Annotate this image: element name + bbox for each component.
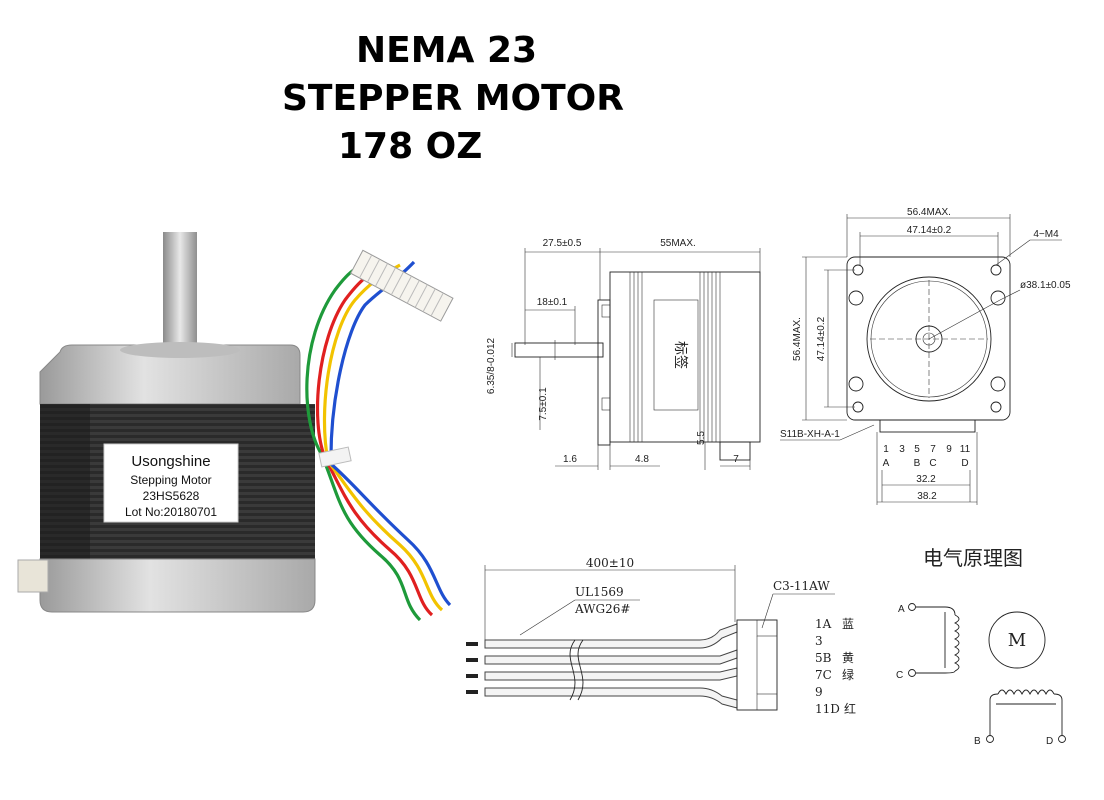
cable-drawing: 400±10 UL1569 AWG26# C3-11AW 1A 蓝 3 bbox=[466, 556, 856, 716]
side-flange bbox=[597, 299, 611, 446]
dim-38-2: 38.2 bbox=[917, 491, 937, 502]
side-connector bbox=[719, 441, 751, 461]
wire-plug bbox=[350, 249, 454, 322]
motor-photo: Usongshine Stepping Motor 23HS5628 Lot N… bbox=[17, 232, 454, 622]
wire-ends bbox=[466, 642, 478, 694]
dim-4m4: 4−M4 bbox=[1033, 229, 1059, 240]
pin-11: 11 bbox=[960, 444, 971, 455]
terminal-c: C bbox=[896, 670, 903, 681]
label-lot: Lot No:20180701 bbox=[125, 505, 217, 519]
title-line-2: STEPPER MOTOR bbox=[282, 78, 624, 119]
motor-wires bbox=[305, 260, 452, 622]
cable-wires bbox=[484, 623, 738, 709]
dim-4-8: 4.8 bbox=[635, 454, 649, 465]
side-view-drawing: 标签 27.5±0.5 55MAX. 18±0.1 6.35/8-0.012 7… bbox=[486, 238, 761, 470]
dim-32-2: 32.2 bbox=[916, 474, 936, 485]
dim-18: 18±0.1 bbox=[537, 297, 568, 308]
title-line-3: 178 OZ bbox=[338, 126, 483, 167]
connector-label: S11B-XH-A-1 bbox=[780, 429, 840, 440]
wire-spec-2: AWG26# bbox=[574, 602, 630, 616]
pinout-list: 1A 蓝 3 5B 黄 7C 绿 9 11D 红 bbox=[815, 617, 856, 716]
side-body bbox=[609, 271, 761, 443]
motor-symbol-label: M bbox=[1008, 630, 1026, 651]
motor-label bbox=[103, 443, 239, 523]
dim-7-5: 7.5±0.1 bbox=[538, 387, 549, 421]
label-model: 23HS5628 bbox=[143, 489, 200, 503]
motor-symbol bbox=[988, 611, 1046, 669]
pin-1: 1 bbox=[883, 444, 889, 455]
dim-38-1: ø38.1±0.05 bbox=[1020, 280, 1071, 291]
label-brand: Usongshine bbox=[131, 453, 210, 470]
pinout-pin-9: 9 bbox=[815, 685, 823, 699]
front-flange bbox=[846, 256, 1011, 421]
motor-rear-cap bbox=[39, 558, 316, 613]
pin-letter-b: B bbox=[914, 458, 921, 469]
title-line-1: NEMA 23 bbox=[356, 30, 538, 71]
dim-55: 55MAX. bbox=[660, 238, 696, 249]
cable-tie bbox=[318, 446, 352, 468]
dim-7: 7 bbox=[733, 454, 739, 465]
label-type: Stepping Motor bbox=[130, 473, 211, 487]
side-shaft bbox=[514, 342, 604, 358]
pinout-pin-11: 11D bbox=[815, 702, 840, 716]
pinout-color-1: 蓝 bbox=[842, 617, 854, 631]
pinout-color-11: 红 bbox=[844, 701, 856, 716]
motor-connector bbox=[17, 559, 49, 593]
terminal-b: B bbox=[974, 736, 981, 747]
coil-ac: A C bbox=[896, 603, 960, 681]
front-boss bbox=[866, 276, 992, 402]
dim-56-4-h: 56.4MAX. bbox=[907, 207, 951, 218]
dim-47-14-h: 47.14±0.2 bbox=[907, 225, 952, 236]
motor-boss bbox=[120, 342, 240, 358]
pin-letter-d: D bbox=[961, 458, 968, 469]
coil-bd: B D bbox=[974, 689, 1066, 747]
dim-47-14-v: 47.14±0.2 bbox=[816, 316, 827, 361]
pin-3: 3 bbox=[899, 444, 905, 455]
pin-7: 7 bbox=[930, 444, 936, 455]
plug-label: C3-11AW bbox=[773, 579, 830, 593]
pinout-pin-3: 3 bbox=[815, 634, 823, 648]
motor-shaft bbox=[163, 232, 197, 352]
side-label-mark: 标签 bbox=[672, 341, 689, 369]
cable-length: 400±10 bbox=[586, 556, 634, 570]
front-connector bbox=[879, 419, 976, 433]
pinout-pin-1: 1A bbox=[815, 617, 832, 631]
pin-letter-a: A bbox=[883, 458, 890, 469]
dim-56-4-v: 56.4MAX. bbox=[792, 317, 803, 361]
pinout-color-5: 黄 bbox=[842, 651, 854, 665]
pin-9: 9 bbox=[946, 444, 952, 455]
mount-holes bbox=[848, 264, 1006, 413]
terminal-a: A bbox=[898, 604, 905, 615]
front-view-drawing: 56.4MAX. 47.14±0.2 4−M4 ø38.1±0.05 56.4M… bbox=[780, 207, 1071, 505]
dim-5-5: 5.5 bbox=[696, 431, 707, 445]
pinout-pin-5: 5B bbox=[815, 651, 832, 665]
schematic-title: 电气原理图 bbox=[923, 546, 1023, 570]
pinout-color-7: 绿 bbox=[842, 667, 854, 682]
wire-spec-1: UL1569 bbox=[575, 585, 624, 599]
pin-5: 5 bbox=[914, 444, 920, 455]
dim-27-5: 27.5±0.5 bbox=[543, 238, 582, 249]
dim-1-6: 1.6 bbox=[563, 454, 577, 465]
pinout-pin-7: 7C bbox=[815, 668, 832, 682]
terminal-d: D bbox=[1046, 736, 1053, 747]
motor-front-cap bbox=[39, 344, 301, 405]
pin-letter-c: C bbox=[929, 458, 936, 469]
dim-shaft: 6.35/8-0.012 bbox=[486, 337, 497, 394]
side-label-area bbox=[653, 299, 699, 411]
schematic: 电气原理图 M A C B D bbox=[896, 546, 1066, 747]
